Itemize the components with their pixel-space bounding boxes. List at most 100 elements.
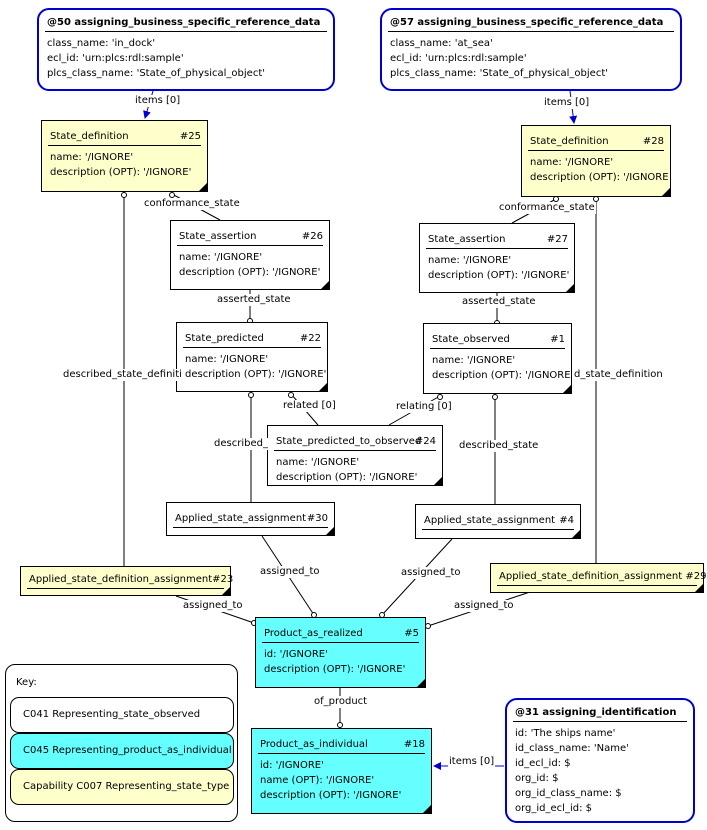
end-dot xyxy=(492,394,498,400)
entity-title: State_definition#25 xyxy=(48,121,201,146)
template-attrs: id: 'The ships name' id_class_name: 'Nam… xyxy=(507,722,693,816)
template-title: @57 assigning_business_specific_referenc… xyxy=(388,10,674,32)
entity-title: Applied_state_assignment#30 xyxy=(173,503,328,528)
entity-applied-state-assignment-4[interactable]: Applied_state_assignment#4 xyxy=(415,504,581,539)
template-attrs: class_name: 'in_dock' ecl_id: 'urn:plcs:… xyxy=(39,32,333,81)
entity-title: Product_as_individual#18 xyxy=(258,729,425,754)
label-items-31: items [0] xyxy=(448,756,496,768)
template-57[interactable]: @57 assigning_business_specific_referenc… xyxy=(380,8,682,91)
entity-title: State_assertion#27 xyxy=(426,224,568,249)
label-conformance-right: conformance_state xyxy=(498,202,596,214)
entity-applied-state-definition-assignment-29[interactable]: Applied_state_definition_assignment #29 xyxy=(490,563,706,593)
corner-mark xyxy=(434,477,442,485)
end-dot xyxy=(288,392,294,398)
entity-attrs: name: '/IGNORE'description (OPT): '/IGNO… xyxy=(185,354,327,380)
label-assigned-4: assigned_to xyxy=(400,567,462,579)
label-of-product: of_product xyxy=(313,696,369,708)
corner-mark xyxy=(199,183,207,191)
entity-state-definition-28[interactable]: State_definition#28 name: '/IGNORE'descr… xyxy=(521,125,671,197)
label-relating: relating [0] xyxy=(395,401,453,413)
label-described-right: described_state xyxy=(458,440,540,452)
end-dot xyxy=(169,192,175,198)
entity-applied-state-definition-assignment-23[interactable]: Applied_state_definition_assignment#23 xyxy=(20,566,233,596)
corner-mark xyxy=(572,530,580,538)
attr: org_id_class_name: $ xyxy=(515,788,622,799)
corner-mark xyxy=(222,587,230,595)
entity-state-predicted-22[interactable]: State_predicted#22 name: '/IGNORE'descri… xyxy=(176,322,328,392)
attr: ecl_id: 'urn:plcs:rdl:sample' xyxy=(390,53,527,64)
corner-mark xyxy=(417,679,425,687)
corner-mark xyxy=(423,805,431,813)
attr: ecl_id: 'urn:plcs:rdl:sample' xyxy=(47,53,184,64)
entity-title: State_predicted#22 xyxy=(183,323,321,348)
end-dot xyxy=(248,392,254,398)
attr: org_id_ecl_id: $ xyxy=(515,803,592,814)
template-attrs: class_name: 'at_sea' ecl_id: 'urn:plcs:r… xyxy=(382,32,680,81)
corner-mark xyxy=(695,584,703,592)
entity-title: Product_as_realized#5 xyxy=(262,618,419,643)
attr: id_ecl_id: $ xyxy=(515,758,571,769)
entity-title: State_observed#1 xyxy=(430,324,565,349)
entity-attrs: name: '/IGNORE'description (OPT): '/IGNO… xyxy=(276,457,418,483)
end-dot xyxy=(121,192,127,198)
label-described-def-left: described_state_definiti xyxy=(62,369,183,381)
end-dot xyxy=(337,722,343,728)
label-assigned-29: assigned_to xyxy=(453,600,515,612)
label-conformance-left: conformance_state xyxy=(143,198,241,210)
entity-state-assertion-26[interactable]: State_assertion#26 name: '/IGNORE'descri… xyxy=(170,220,330,290)
entity-title: State_definition#28 xyxy=(528,126,664,151)
entity-state-assertion-27[interactable]: State_assertion#27 name: '/IGNORE'descri… xyxy=(419,223,575,293)
corner-mark xyxy=(563,385,571,393)
label-assigned-23: assigned_to xyxy=(182,600,244,612)
template-title: @50 assigning_business_specific_referenc… xyxy=(45,10,327,32)
entity-attrs: id: '/IGNORE'description (OPT): '/IGNORE… xyxy=(264,649,406,675)
label-items-57: items [0] xyxy=(543,97,591,109)
legend-key: Key: C041 Representing_state_observed C0… xyxy=(5,664,238,822)
label-items-50: items [0] xyxy=(134,95,182,107)
legend-item-state-type: Capability C007 Representing_state_type xyxy=(10,769,234,805)
entity-attrs: id: '/IGNORE'name (OPT): '/IGNORE'descri… xyxy=(260,760,402,801)
end-dot xyxy=(593,196,599,202)
end-dot xyxy=(553,196,559,202)
end-dot xyxy=(425,623,431,629)
label-asserted-left: asserted_state xyxy=(216,294,292,306)
label-described-left: described_ xyxy=(213,438,269,450)
entity-title: Applied_state_definition_assignment #29 xyxy=(497,564,706,586)
label-related: related [0] xyxy=(282,400,337,412)
entity-attrs: name: '/IGNORE'description (OPT): '/IGNO… xyxy=(530,157,669,183)
entity-product-as-individual-18[interactable]: Product_as_individual#18 id: '/IGNORE'na… xyxy=(251,728,432,814)
entity-state-definition-25[interactable]: State_definition#25 name: '/IGNORE'descr… xyxy=(41,120,208,192)
attr: class_name: 'in_dock' xyxy=(47,38,156,49)
corner-mark xyxy=(326,527,334,535)
entity-title: State_predicted_to_observed#24 xyxy=(274,426,436,451)
end-dot xyxy=(437,394,443,400)
entity-attrs: name: '/IGNORE'description (OPT): '/IGNO… xyxy=(179,252,321,278)
corner-mark xyxy=(319,383,327,391)
label-described-def-right: d_state_definition xyxy=(573,369,664,381)
entity-attrs: name: '/IGNORE'description (OPT): '/IGNO… xyxy=(432,355,571,381)
corner-mark xyxy=(566,284,574,292)
entity-state-predicted-to-observed-24[interactable]: State_predicted_to_observed#24 name: '/I… xyxy=(267,425,443,486)
legend-item-product-as-individual: C045 Representing_product_as_individual xyxy=(10,733,234,769)
attr: plcs_class_name: 'State_of_physical_obje… xyxy=(390,68,608,79)
entity-product-as-realized-5[interactable]: Product_as_realized#5 id: '/IGNORE'descr… xyxy=(255,617,426,688)
legend-item-observed: C041 Representing_state_observed xyxy=(10,697,234,733)
entity-attrs: name: '/IGNORE'description (OPT): '/IGNO… xyxy=(50,152,192,178)
attr: id: 'The ships name' xyxy=(515,728,616,739)
template-title: @31 assigning_identification xyxy=(513,700,687,722)
attr: id_class_name: 'Name' xyxy=(515,743,629,754)
entity-state-observed-1[interactable]: State_observed#1 name: '/IGNORE'descript… xyxy=(423,323,572,394)
legend-title: Key: xyxy=(16,677,37,688)
label-assigned-30: assigned_to xyxy=(259,566,321,578)
entity-applied-state-assignment-30[interactable]: Applied_state_assignment#30 xyxy=(166,502,335,536)
template-31[interactable]: @31 assigning_identification id: 'The sh… xyxy=(505,698,695,823)
label-asserted-right: asserted_state xyxy=(461,296,537,308)
attr: org_id: $ xyxy=(515,773,559,784)
corner-mark xyxy=(662,188,670,196)
attr: class_name: 'at_sea' xyxy=(390,38,493,49)
corner-mark xyxy=(321,281,329,289)
entity-title: Applied_state_definition_assignment#23 xyxy=(27,567,233,589)
entity-attrs: name: '/IGNORE'description (OPT): '/IGNO… xyxy=(428,255,570,281)
template-50[interactable]: @50 assigning_business_specific_referenc… xyxy=(37,8,335,91)
attr: plcs_class_name: 'State_of_physical_obje… xyxy=(47,68,265,79)
